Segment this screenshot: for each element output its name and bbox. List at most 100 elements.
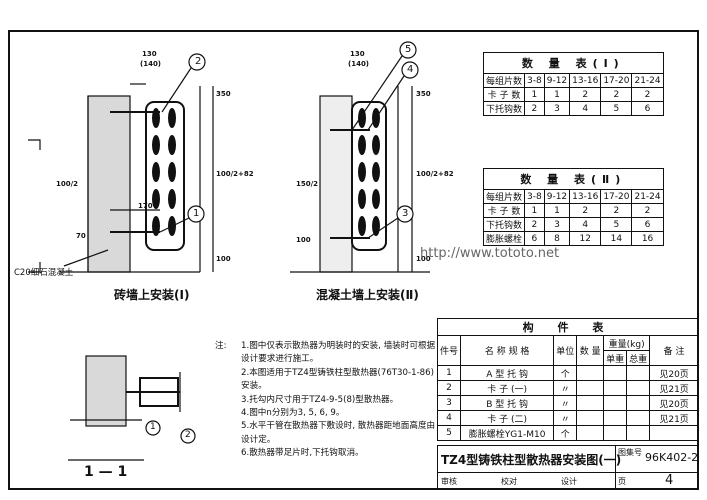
- table-row: 1 A 型 托 钩 个 见20页: [436, 365, 699, 381]
- table-cell: [626, 365, 651, 381]
- table-cell: 4: [569, 101, 602, 116]
- table-cell: [603, 380, 628, 396]
- table-cell: 5: [600, 101, 633, 116]
- drawing-title: TZ4型铸铁柱型散热器安装图(一): [441, 453, 622, 467]
- table-cell: 2: [524, 101, 545, 116]
- table-cell: 13-16: [569, 189, 602, 204]
- dim-100-v2a: 100: [296, 236, 311, 244]
- callout-1-sec-label: 1: [150, 422, 156, 432]
- component-table: 构 件 表 件号 名 称 规 格 单位 数 量 重量(kg) 备 注 单重 总重…: [436, 318, 699, 441]
- table-cell: 13-16: [569, 73, 602, 88]
- table-cell: 名 称 规 格: [460, 335, 555, 366]
- callout-2-sec: [180, 428, 196, 444]
- title-block: TZ4型铸铁柱型散热器安装图(一) 图集号 96K402-2 页 4 审核 校对…: [437, 445, 699, 490]
- table-cell: 3: [543, 101, 571, 116]
- table-cell: 2: [631, 87, 664, 102]
- table-cell: 1: [436, 365, 462, 381]
- table-cell: 重量(kg): [603, 335, 651, 351]
- table-cell: 每组片数: [482, 189, 526, 204]
- table-cell: 2: [524, 217, 545, 232]
- dim-140-v2: (140): [348, 60, 370, 68]
- dim-100n-v1: 100/2: [56, 180, 79, 188]
- table-cell: 3-8: [524, 73, 545, 88]
- table-cell: 个: [553, 365, 578, 381]
- table-cell: 6: [524, 231, 545, 246]
- sign-review: 审核: [441, 477, 457, 486]
- watermark: http://www.tototo.net: [420, 246, 560, 261]
- table-cell: 2: [600, 203, 633, 218]
- table-cell: 单位: [553, 335, 578, 366]
- table-cell: 4: [436, 410, 462, 426]
- concrete-wall: [319, 95, 353, 273]
- table-cell: 个: [553, 425, 578, 441]
- table-row: 5 膨胀螺栓YG1-M10 个: [436, 425, 699, 441]
- qty-table-2-header: 每组片数 3-8 9-12 13-16 17-20 21-24: [482, 189, 664, 204]
- table-cell: 2: [569, 203, 602, 218]
- table-cell: 3: [543, 217, 571, 232]
- set-no: 96K402-2: [645, 451, 699, 464]
- table-cell: 数 量: [576, 335, 605, 366]
- table-cell: [649, 425, 699, 441]
- table-cell: 1: [524, 203, 545, 218]
- table-cell: 件号: [436, 335, 462, 366]
- table-cell: 总重: [626, 350, 651, 366]
- page-no: 4: [665, 473, 674, 488]
- dim-100-v2: 100: [416, 255, 431, 263]
- callout-3-label: 3: [402, 208, 409, 219]
- note-item: 1.图中仅表示散热器为明装时的安装, 墙装时可根据设计要求进行施工。: [241, 341, 436, 365]
- table-cell: 卡 子 数: [482, 87, 526, 102]
- table-cell: 卡 子 (一): [460, 380, 555, 396]
- table-cell: [603, 365, 628, 381]
- table-cell: 17-20: [600, 73, 633, 88]
- table-cell: A 型 托 钩: [460, 365, 555, 381]
- table-cell: 卡 子 数: [482, 203, 526, 218]
- table-cell: 9-12: [543, 73, 571, 88]
- table-cell: [626, 410, 651, 426]
- table-cell: 〃: [553, 395, 578, 411]
- section-wall: [85, 355, 127, 427]
- radiator-2: [351, 101, 387, 251]
- page-label: 页: [618, 477, 626, 486]
- callout-1-v1: [187, 205, 205, 223]
- dim-100-v1: 100: [216, 255, 231, 263]
- qty-table-1-caption: 数 量 表(Ⅰ): [483, 52, 664, 73]
- dim-350-v2: 350: [416, 90, 431, 98]
- qty-table-2: 数 量 表(Ⅱ) 每组片数 3-8 9-12 13-16 17-20 21-24…: [482, 168, 664, 246]
- table-cell: [626, 425, 651, 441]
- callout-4: [401, 61, 419, 79]
- table-cell: 1: [543, 87, 571, 102]
- table-row: 膨胀螺栓 6 8 12 14 16: [482, 231, 664, 246]
- table-cell: [603, 425, 628, 441]
- table-cell: 单重: [603, 350, 628, 366]
- callout-5: [399, 41, 417, 59]
- dim-100n82-v1: 100/2+82: [216, 170, 254, 178]
- component-table-caption: 构 件 表: [437, 318, 699, 336]
- qty-table-1: 数 量 表(Ⅰ) 每组片数 3-8 9-12 13-16 17-20 21-24…: [482, 52, 664, 116]
- table-cell: 5: [600, 217, 633, 232]
- table-cell: [626, 395, 651, 411]
- table-cell: [626, 380, 651, 396]
- dim-150n: 150/2: [296, 180, 319, 188]
- callout-2-v1: [188, 53, 206, 71]
- callout-2-sec-label: 2: [185, 430, 191, 440]
- table-cell: 膨胀螺栓: [482, 231, 526, 246]
- table-cell: 21-24: [631, 73, 664, 88]
- table-cell: 卡 子 (二): [460, 410, 555, 426]
- table-cell: 1: [524, 87, 545, 102]
- table-row: 4 卡 子 (二) 〃 见21页: [436, 410, 699, 426]
- table-row: 下托钩数 2 3 4 5 6: [482, 217, 664, 232]
- table-cell: 见21页: [649, 410, 699, 426]
- table-cell: [603, 395, 628, 411]
- dim-130-v2: 130: [350, 50, 365, 58]
- table-cell: 3-8: [524, 189, 545, 204]
- set-no-label: 图集号: [618, 448, 642, 457]
- table-cell: 4: [569, 217, 602, 232]
- notes: 注:1.图中仅表示散热器为明装时的安装, 墙装时可根据设计要求进行施工。 2.本…: [215, 340, 437, 461]
- dim-70: 70: [76, 232, 86, 240]
- table-row: 3 B 型 托 钩 〃 见20页: [436, 395, 699, 411]
- table-row: 2 卡 子 (一) 〃 见21页: [436, 380, 699, 396]
- table-cell: 〃: [553, 410, 578, 426]
- table-cell: 6: [631, 101, 664, 116]
- sign-design: 设计: [561, 477, 577, 486]
- callout-1-sec: [145, 420, 161, 436]
